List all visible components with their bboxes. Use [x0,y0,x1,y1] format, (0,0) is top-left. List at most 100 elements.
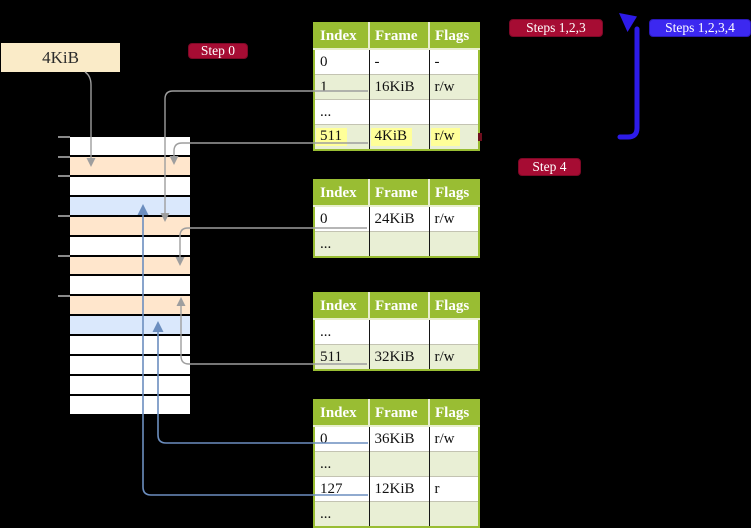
memory-boundary-tick [58,175,70,177]
memory-row-white [70,236,190,255]
memory-row-blue [70,316,190,335]
memory-row-white [70,356,190,375]
badge-step-4-text: Step 4 [532,158,567,174]
cell-frame: 12KiB [369,476,430,502]
memory-boundary-tick [58,136,70,138]
header-flags: Flags [429,293,479,320]
memory-column [70,137,190,414]
cell-frame [369,501,430,527]
cell-index: ... [314,319,370,345]
highlighted-value: r/w [430,128,460,146]
memory-row-white [70,376,190,394]
cell-index: 0 [314,206,370,232]
table-header-row: Index Frame Flags [314,400,479,427]
table-header-row: Index Frame Flags [314,293,479,320]
header-index: Index [314,293,370,320]
table-row: 1 16KiB r/w [314,74,479,100]
header-index: Index [314,400,370,427]
cell-index: 0 [314,49,370,75]
header-flags: Flags [429,23,479,50]
cell-frame: 24KiB [369,206,430,232]
cell-frame [369,319,430,345]
cell-frame: 36KiB [369,426,430,452]
cell-frame: 4KiB [369,124,430,150]
cell-frame: - [369,49,430,75]
table-row: 511 32KiB r/w [314,344,479,370]
table-row: ... [314,319,479,345]
header-frame: Frame [369,293,430,320]
memory-row-orange [70,216,190,235]
header-flags: Flags [429,180,479,207]
cell-index: 511 [314,124,370,150]
table-row: ... [314,99,479,125]
page-size-text: 4KiB [42,47,79,67]
cell-frame [369,231,430,257]
cell-flags [429,231,479,257]
memory-row-orange [70,256,190,275]
cell-flags [429,319,479,345]
page-table-third: Index Frame Flags ... 511 32KiB r/w [313,292,480,371]
loop-back-arrow [617,26,640,140]
memory-boundary-tick [58,255,70,257]
page-size-label: 4KiB [1,43,120,72]
memory-row-white [70,395,190,414]
table-row: 127 12KiB r [314,476,479,502]
badge-steps-123: Steps 1,2,3 [509,19,603,37]
memory-row-orange [70,296,190,315]
badge-steps-1234-text: Steps 1,2,3,4 [665,19,735,35]
page-table-second: Index Frame Flags 0 24KiB r/w ... [313,179,480,258]
cell-flags [429,99,479,125]
badge-step-0-text: Step 0 [200,42,236,58]
cell-index: ... [314,451,370,477]
table-row: ... [314,501,479,527]
cell-flags [429,451,479,477]
table-row: 0 - - [314,49,479,75]
cell-index: 0 [314,426,370,452]
cell-flags: r/w [434,430,455,447]
memory-boundary-tick [58,295,70,297]
memory-row-orange [70,156,190,175]
table-header-row: Index Frame Flags [314,23,479,50]
badge-steps-1234: Steps 1,2,3,4 [649,19,751,37]
badge-step-0: Step 0 [188,43,248,59]
header-flags: Flags [429,400,479,427]
table-row: 0 36KiB r/w [314,426,479,452]
cell-frame [369,451,430,477]
table-row: ... [314,231,479,257]
cell-index: ... [314,501,370,527]
header-frame: Frame [369,23,430,50]
cell-flags: r/w [429,344,479,370]
page-table-top: Index Frame Flags 0 - - 1 16KiB r/w ... … [313,22,480,151]
header-frame: Frame [369,180,430,207]
memory-boundary-tick [58,215,70,217]
cell-index: 511 [314,344,370,370]
cell-index: 127 [314,476,370,502]
header-index: Index [314,23,370,50]
table-row: 0 24KiB r/w [314,206,479,232]
cell-frame [369,99,430,125]
memory-boundary-tick [58,156,70,158]
cell-flags: r/w [434,210,455,227]
table-header-row: Index Frame Flags [314,180,479,207]
cell-flags: r/w [429,74,479,100]
header-frame: Frame [369,400,430,427]
badge-steps-123-text: Steps 1,2,3 [526,19,586,35]
memory-row-white [70,276,190,295]
memory-row-white [70,176,190,195]
highlighted-value: 4KiB [370,128,413,146]
cell-flags: r [429,476,479,502]
cell-flags [429,501,479,527]
memory-row-white [70,137,190,155]
loop-back-arrowhead-icon [619,13,637,32]
memory-row-blue [70,196,190,215]
header-index: Index [314,180,370,207]
badge-step-4: Step 4 [518,158,581,176]
cell-index: ... [314,99,370,125]
cell-index: ... [314,231,370,257]
cell-index: 1 [314,74,370,100]
table-row-highlighted: 511 4KiB r/w [314,124,479,150]
cell-frame: 32KiB [369,344,430,370]
highlighted-value: 511 [316,128,347,146]
cell-flags: r/w [429,124,479,150]
